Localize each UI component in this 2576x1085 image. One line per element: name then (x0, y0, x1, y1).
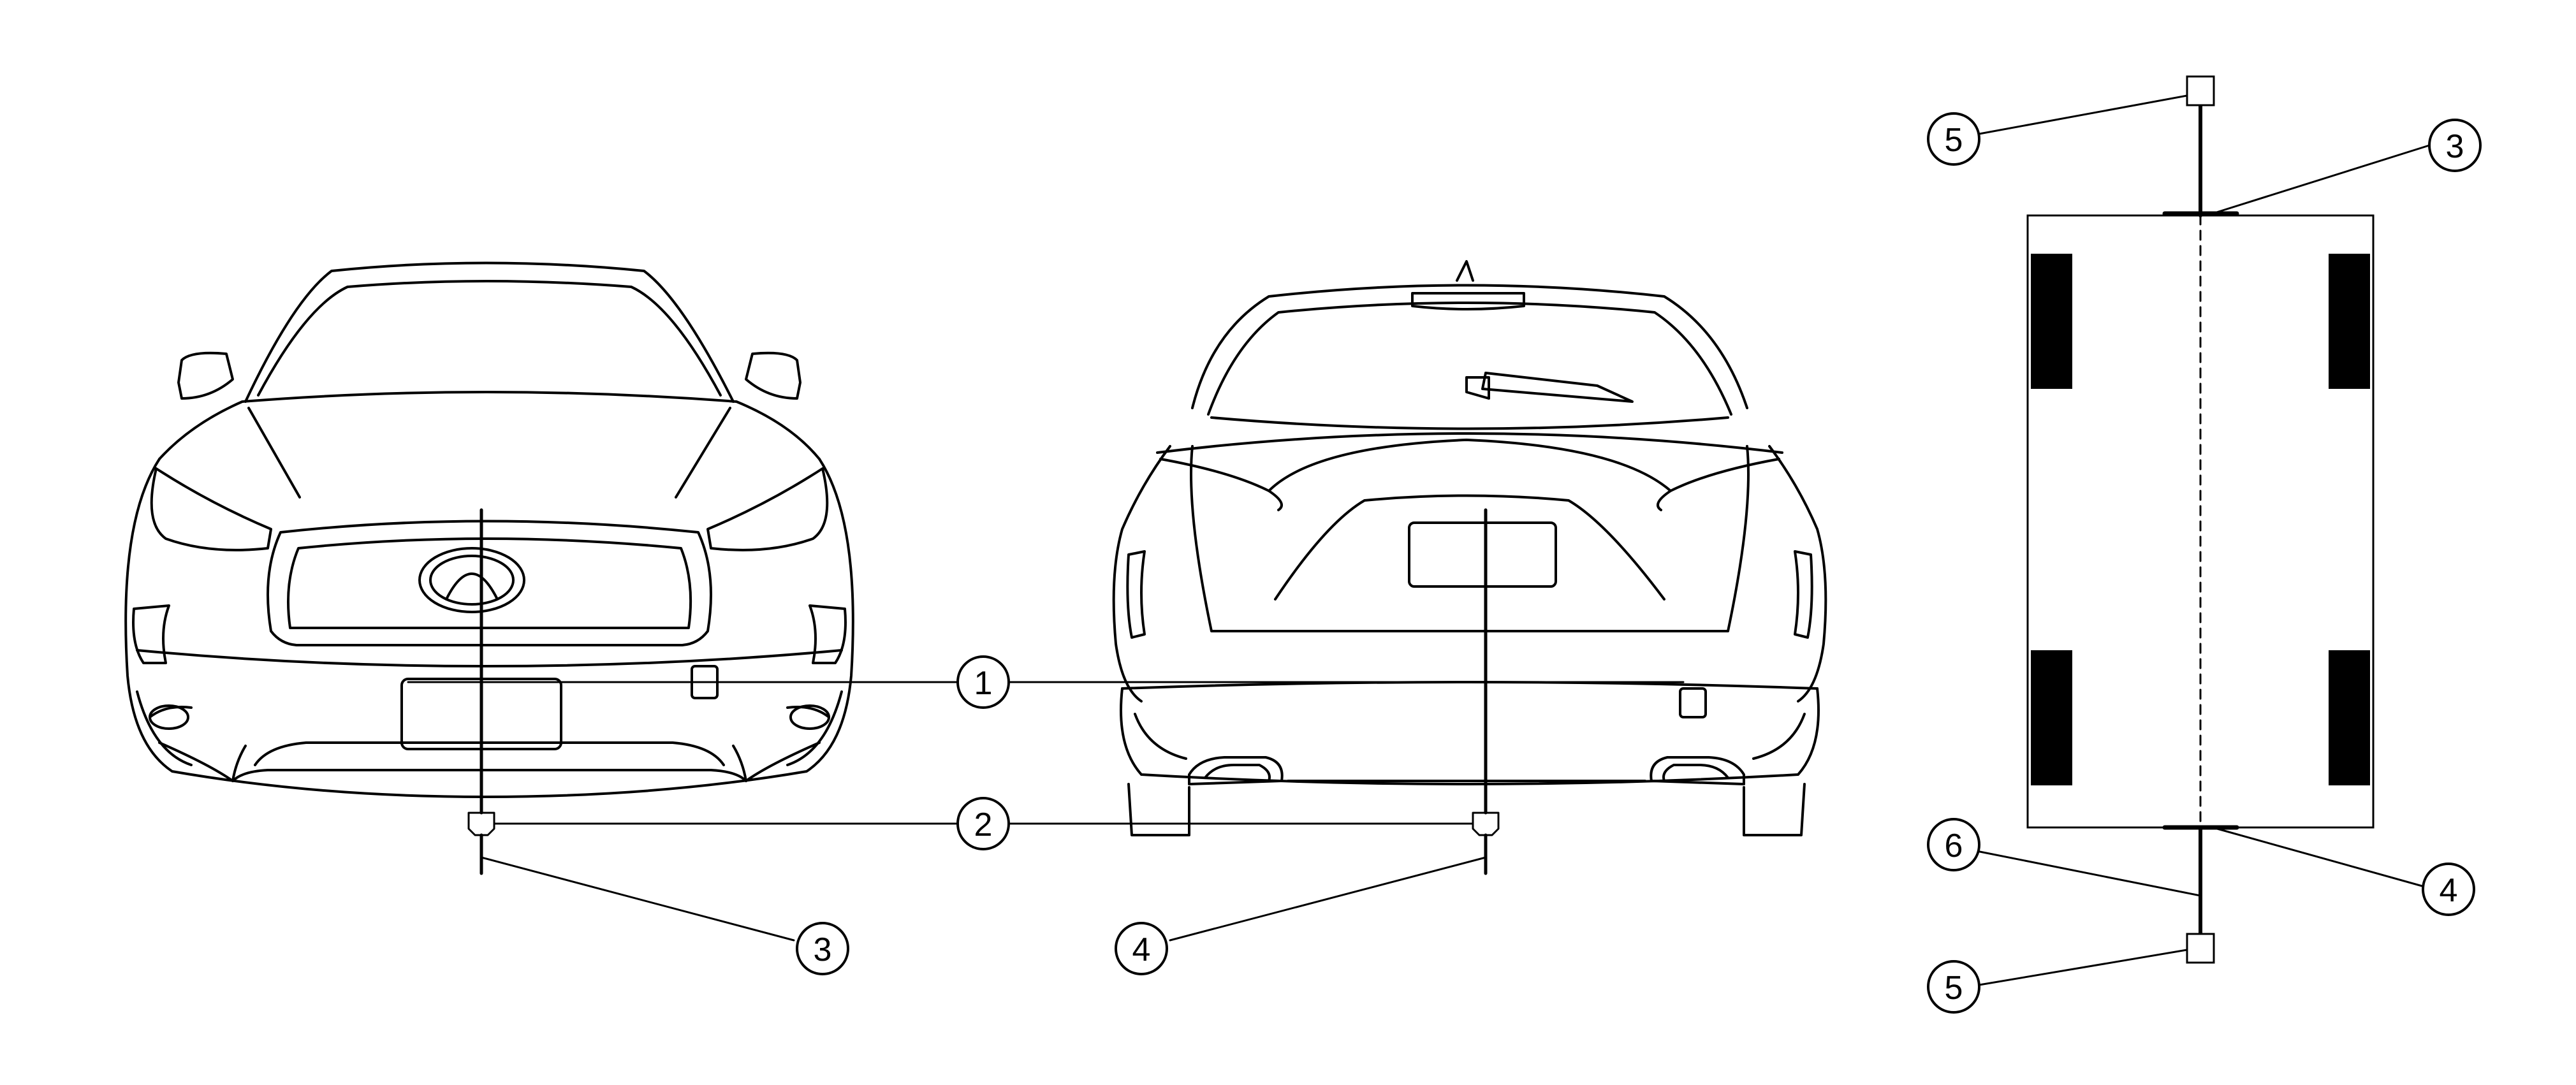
stake-front (2186, 75, 2215, 106)
callout-5-top: 5 (1927, 112, 1980, 166)
stake-rear (2186, 933, 2215, 964)
vehicle-rear-view (1112, 260, 1827, 836)
vehicle-front-view (124, 261, 854, 798)
top-view-schematic (1975, 75, 2431, 986)
wheel-front-left (2031, 254, 2072, 389)
callout-4-top: 4 (2422, 863, 2475, 916)
callout-3-top: 3 (2428, 119, 2482, 172)
svg-text:3: 3 (814, 931, 832, 968)
svg-text:3: 3 (2446, 128, 2464, 165)
callout-6: 6 (1927, 818, 1980, 871)
wheel-front-right (2329, 254, 2370, 389)
rear-center-line (1472, 508, 1500, 875)
leader-3-front (480, 856, 795, 942)
wheel-rear-left (2031, 650, 2072, 785)
callout-1: 1 (956, 655, 1010, 709)
svg-text:4: 4 (1132, 931, 1151, 968)
leader-4-rear (1169, 856, 1487, 942)
svg-text:5: 5 (1945, 970, 1963, 1007)
svg-text:4: 4 (2440, 872, 2458, 909)
callout-2: 2 (956, 797, 1010, 850)
front-center-line (467, 508, 495, 875)
callout-4-rear: 4 (1115, 922, 1168, 975)
svg-text:6: 6 (1945, 827, 1963, 864)
callout-5-bottom: 5 (1927, 960, 1980, 1014)
callout-3-front: 3 (796, 922, 849, 975)
svg-text:1: 1 (974, 665, 993, 702)
wheel-rear-right (2329, 650, 2370, 785)
svg-text:5: 5 (1945, 122, 1963, 159)
svg-text:2: 2 (974, 806, 993, 843)
